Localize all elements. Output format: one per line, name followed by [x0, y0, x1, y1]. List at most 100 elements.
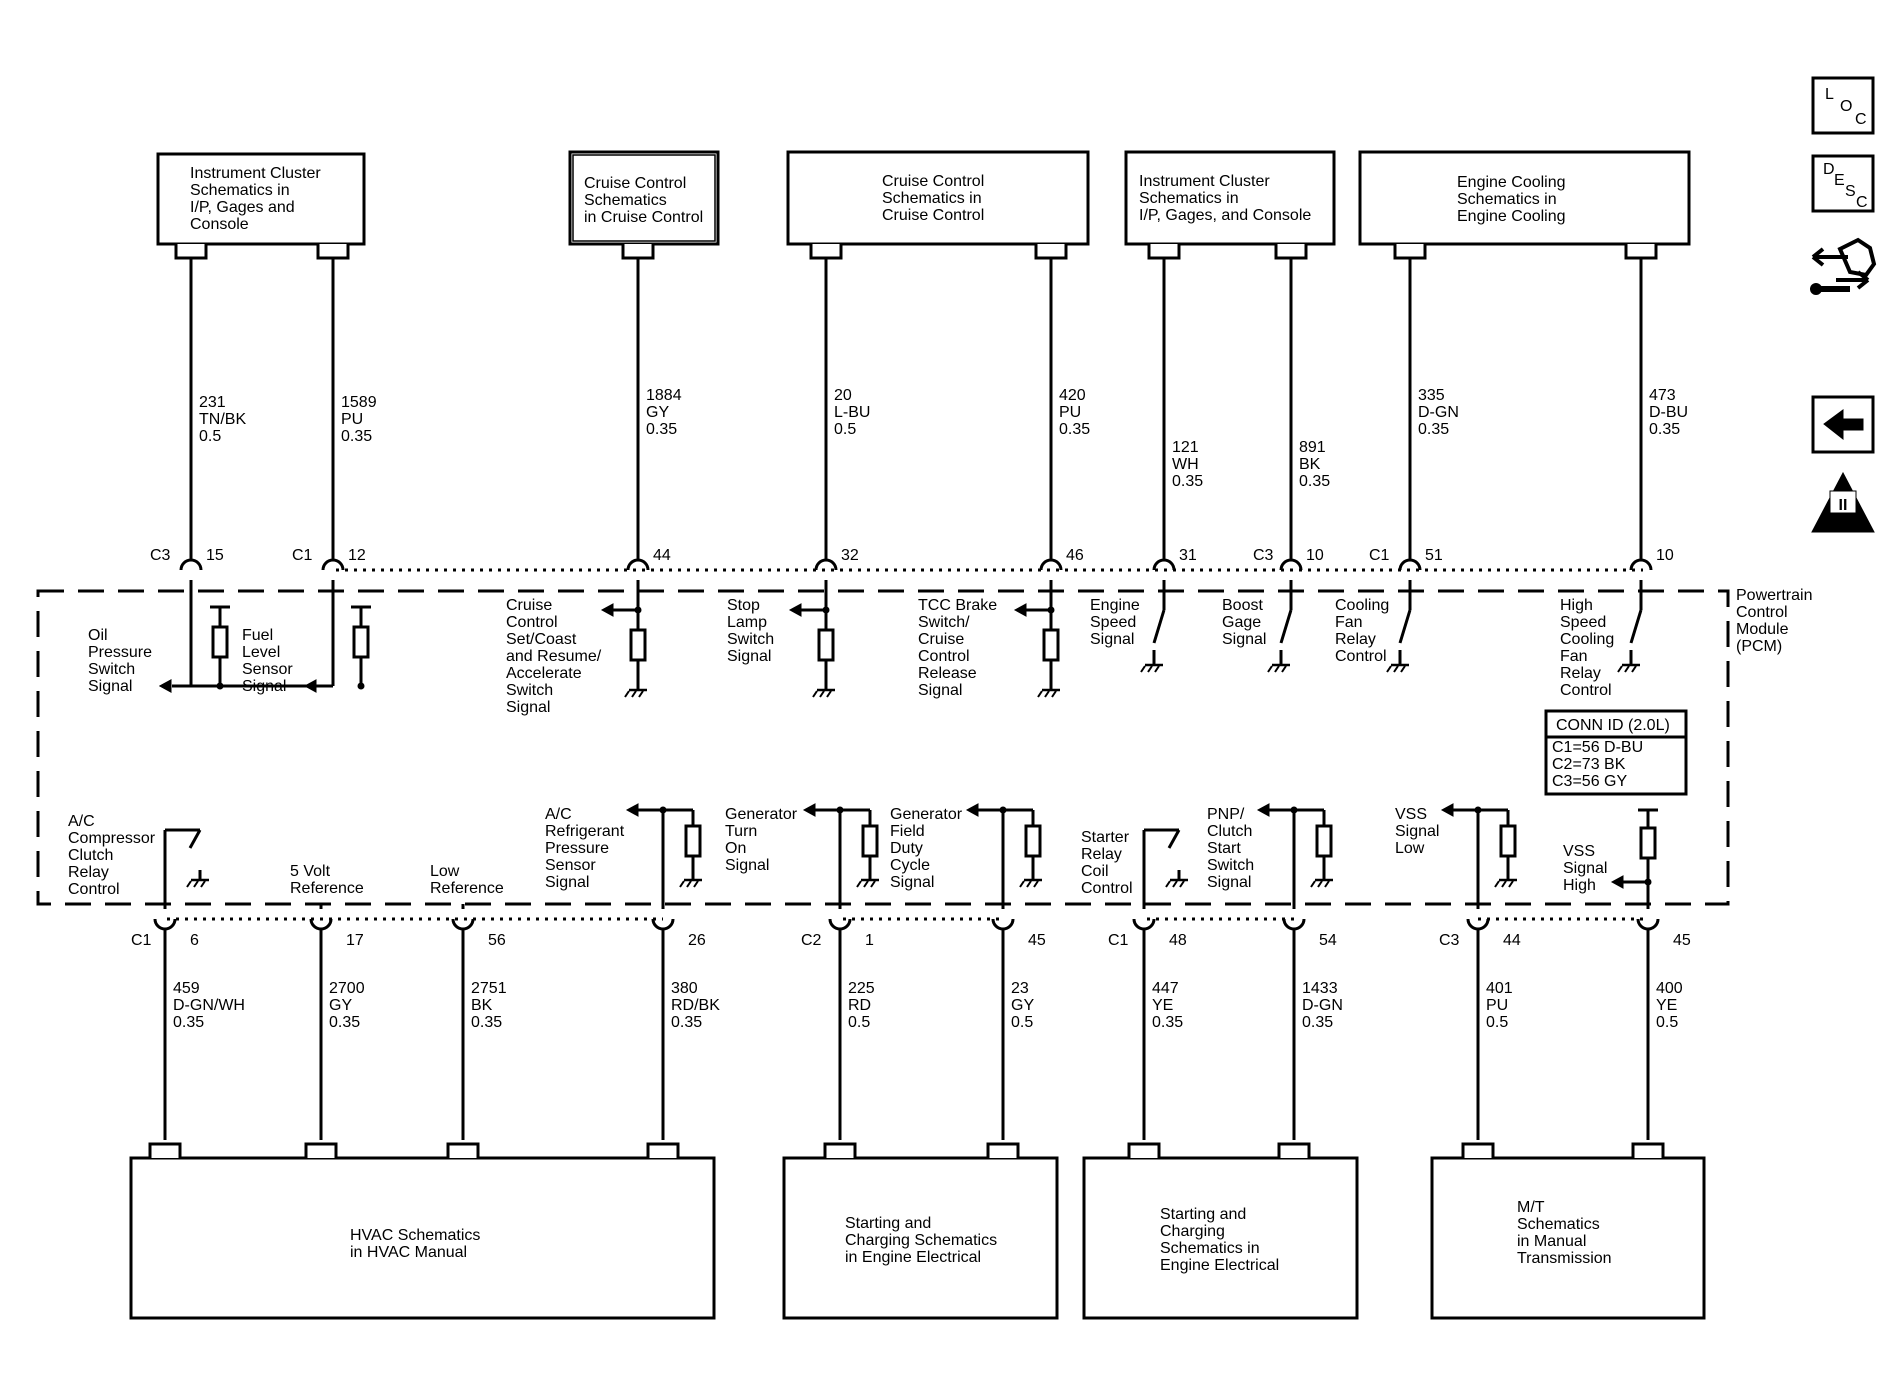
connector-id: C2: [801, 932, 822, 949]
signal-label: Cooling: [1560, 631, 1614, 648]
wire-size: 0.35: [341, 428, 372, 445]
top-wire-473: 473D-BU0.3510HighSpeedCoolingFanRelayCon…: [1560, 244, 1688, 699]
signal-label: Set/Coast: [506, 631, 577, 648]
signal-label: Control: [68, 881, 120, 898]
circuit-number: 2751: [471, 980, 507, 997]
component-label: Schematics: [1517, 1216, 1600, 1233]
wire-color: PU: [341, 411, 363, 428]
circuit-number: 225: [848, 980, 875, 997]
pin-number: 26: [688, 932, 706, 949]
connector-id: C3: [1253, 547, 1274, 564]
obd-label: OBD II: [1819, 515, 1868, 532]
signal-label: Engine: [1090, 597, 1140, 614]
component-label: in Engine Electrical: [845, 1249, 981, 1266]
component-label: Engine Electrical: [1160, 1257, 1279, 1274]
wire-size: 0.35: [671, 1014, 702, 1031]
wire-color: RD: [848, 997, 871, 1014]
signal-label: Cruise: [918, 631, 964, 648]
signal-label: Sensor: [242, 661, 293, 678]
module-name: (PCM): [1736, 638, 1782, 655]
signal-label: Relay: [68, 864, 109, 881]
circuit-number: 1433: [1302, 980, 1338, 997]
signal-label: Signal: [88, 678, 132, 695]
module-name: Control: [1736, 604, 1788, 621]
pin-number: 56: [488, 932, 506, 949]
wire-size: 0.5: [1486, 1014, 1508, 1031]
signal-label: Start: [1207, 840, 1241, 857]
loc-icon[interactable]: LOC: [1811, 76, 1875, 135]
signal-label: Signal: [545, 874, 589, 891]
wire-color: GY: [1011, 997, 1034, 1014]
back-arrow-icon[interactable]: [1811, 395, 1875, 454]
wire-color: GY: [646, 404, 669, 421]
desc-letter: C: [1856, 194, 1868, 211]
component-label: Engine Cooling: [1457, 208, 1566, 225]
pin-number: 12: [348, 547, 366, 564]
bottom-wire-380: 380RD/BK0.3526A/CRefrigerantPressureSens…: [545, 803, 720, 1158]
wire-color: D-BU: [1649, 404, 1688, 421]
pin-number: 46: [1066, 547, 1084, 564]
signal-label: and Resume/: [506, 648, 602, 665]
conn-id-line: C3=56 GY: [1552, 773, 1627, 790]
signal-label: Low: [1395, 840, 1425, 857]
pin-number: 10: [1306, 547, 1324, 564]
signal-label: On: [725, 840, 746, 857]
signal-label: Signal: [506, 699, 550, 716]
circuit-number: 1589: [341, 394, 377, 411]
wire-size: 0.35: [1418, 421, 1449, 438]
signal-label: Switch: [727, 631, 774, 648]
signal-label: Reference: [290, 880, 364, 897]
wire-size: 0.5: [1656, 1014, 1678, 1031]
component-label: in Manual: [1517, 1233, 1586, 1250]
signal-label: Speed: [1560, 614, 1606, 631]
desc-letter: D: [1823, 161, 1835, 178]
bottom-wire-1433: 1433D-GN0.3554PNP/ClutchStartSwitchSigna…: [1207, 803, 1343, 1158]
conn-id-line: C1=56 D-BU: [1552, 739, 1643, 756]
pin-number: 54: [1319, 932, 1337, 949]
component-label: Schematics in: [1160, 1240, 1260, 1257]
component-label: I/P, Gages, and Console: [1139, 207, 1311, 224]
signal-label: Coil: [1081, 863, 1109, 880]
wrench-arrow-icon[interactable]: [1810, 237, 1877, 295]
pin-number: 32: [841, 547, 859, 564]
signal-label: Gage: [1222, 614, 1261, 631]
component-label: I/P, Gages and: [190, 199, 295, 216]
wire-color: PU: [1486, 997, 1508, 1014]
connector-id: C3: [1439, 932, 1460, 949]
signal-label: Signal: [890, 874, 934, 891]
connector-id: C1: [1369, 547, 1390, 564]
signal-label: Switch: [1207, 857, 1254, 874]
signal-label: Pressure: [545, 840, 609, 857]
pin-number: 15: [206, 547, 224, 564]
signal-label: Accelerate: [506, 665, 582, 682]
signal-label: Fuel: [242, 627, 273, 644]
wire-color: RD/BK: [671, 997, 720, 1014]
wire-size: 0.35: [1649, 421, 1680, 438]
signal-label: VSS: [1395, 806, 1427, 823]
signal-label: Relay: [1335, 631, 1376, 648]
signal-label: Low: [430, 863, 460, 880]
signal-label: Switch/: [918, 614, 970, 631]
wire-size: 0.35: [646, 421, 677, 438]
circuit-number: 2700: [329, 980, 365, 997]
wire-color: D-GN: [1302, 997, 1343, 1014]
wire-color: TN/BK: [199, 411, 246, 428]
loc-letter: C: [1855, 111, 1867, 128]
module-name: Powertrain: [1736, 587, 1812, 604]
connector-id: C3: [150, 547, 171, 564]
signal-label: Refrigerant: [545, 823, 625, 840]
component-label: Charging: [1160, 1223, 1225, 1240]
circuit-number: 121: [1172, 439, 1199, 456]
